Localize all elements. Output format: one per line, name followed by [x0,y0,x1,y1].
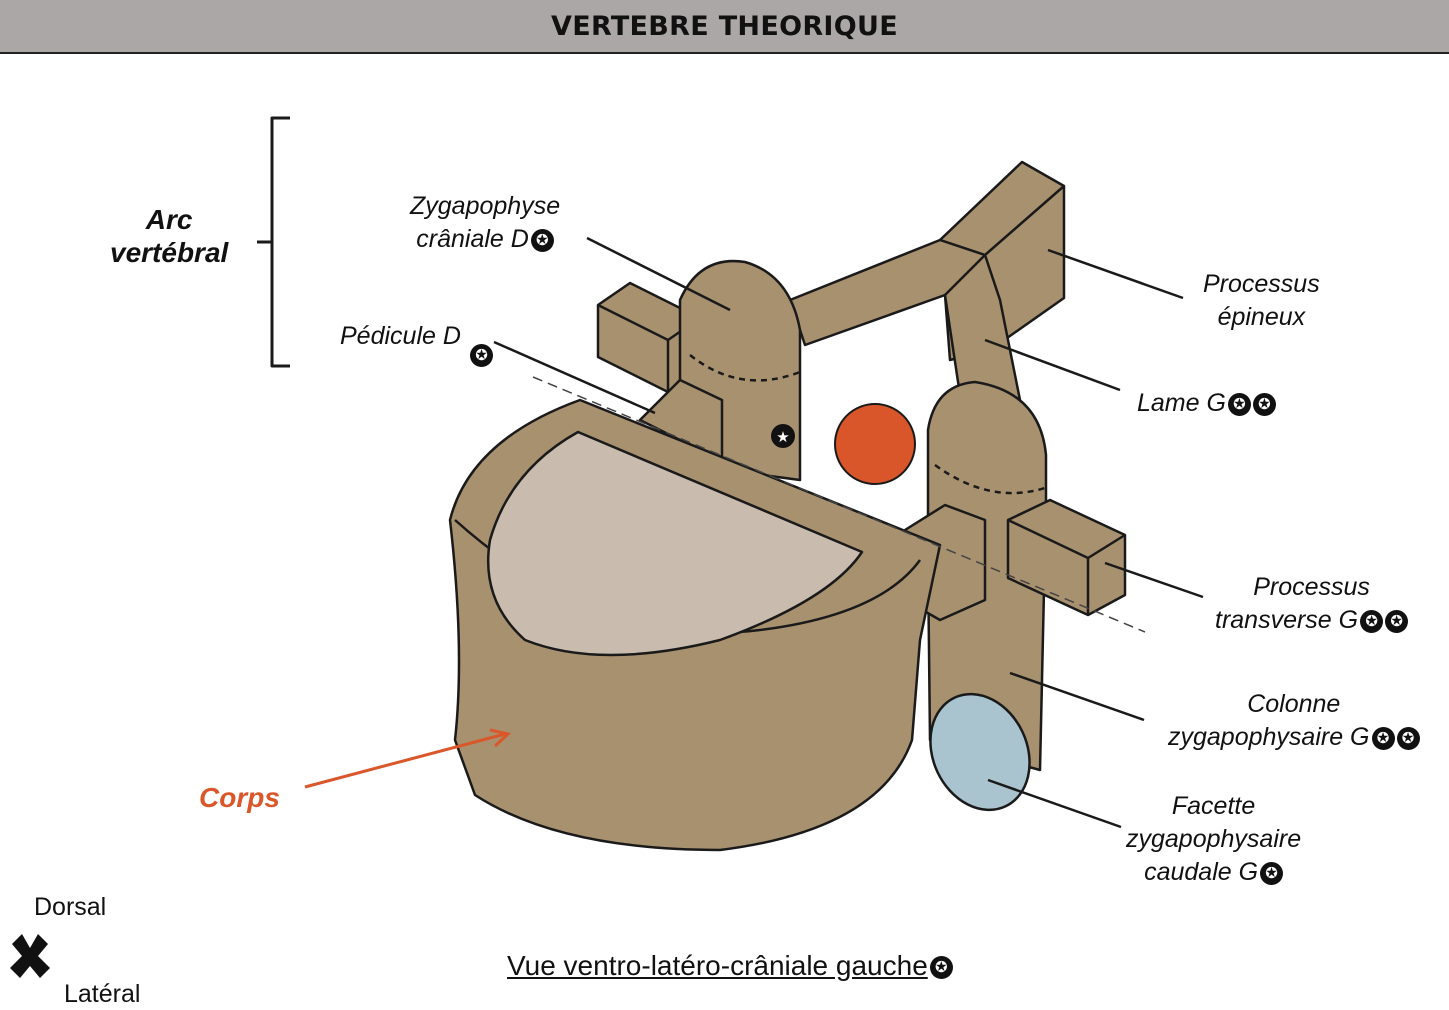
view-caption: Vue ventro-latéro-crâniale gauche✪ [507,950,953,982]
processus-epineux-label: Processus épineux [1203,270,1320,331]
star-icon: ✪ [1385,609,1409,633]
leader-lame [984,338,1121,392]
body-cranial-surface [486,430,864,657]
page-title: VERTEBRE THEORIQUE [551,10,898,42]
arc-bracket [257,116,290,368]
corps-label: Corps [199,782,280,813]
facette-zygapophysaire-label: Facette zygapophysaire caudale G✪ [1126,792,1302,886]
star-icon: ✪ [1360,609,1384,633]
leader-corps [304,732,506,789]
zygapophyse-craniale-label: Zygapophyse crâniale D✪ [410,192,561,253]
star-icon: ★ [771,424,795,448]
lateral-label: Latéral [64,980,141,1008]
caudal-facet [929,692,1031,812]
leader-colonne [1009,671,1145,722]
leader-pedicule [493,340,656,415]
pedicule-label: Pédicule D [340,322,461,350]
star-icon: ✪ [1260,861,1284,885]
leader-zygapophyse [586,236,731,312]
left-transverse-process [1006,498,1127,617]
star-icon: ✪ [1371,726,1395,750]
arc-vertebral-label: Arc vertébral [110,204,229,268]
orientation-arrows-icon [10,934,50,978]
star-icon: ✪ [1252,392,1276,416]
axis-line [532,376,1146,633]
star-icon: ✪ [1227,392,1251,416]
star-icon: ✪ [470,344,493,367]
star-icon: ✪ [530,228,554,252]
leader-transverse [1104,561,1204,599]
title-bar: VERTEBRE THEORIQUE [0,0,1449,54]
star-icon: ✪ [1396,726,1420,750]
leader-facette [987,778,1122,829]
colonne-zygapophysaire-label: Colonne zygapophysaire G✪✪ [1168,688,1420,754]
lame-label: Lame G✪✪ [1137,387,1276,420]
vertebral-foramen [834,403,916,485]
dorsal-label: Dorsal [34,893,107,921]
star-icon: ✪ [929,956,953,980]
processus-transverse-label: Processus transverse G✪✪ [1215,571,1409,637]
svg-text:★: ★ [776,428,789,446]
leader-epineux [1047,248,1184,300]
